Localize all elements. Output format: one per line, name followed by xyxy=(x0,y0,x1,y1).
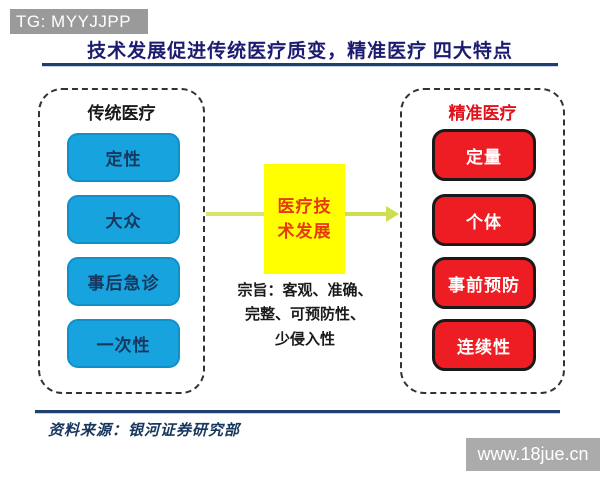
traditional-item-qualitative: 定性 xyxy=(67,133,180,182)
source-note: 资料来源：银河证券研究部 xyxy=(48,423,241,439)
precision-medicine-group: 精准医疗 定量 个体 事前预防 连续性 xyxy=(400,88,565,394)
left-connector-line xyxy=(206,212,264,216)
right-arrow-head-icon xyxy=(386,206,399,222)
traditional-item-after-emergency: 事后急诊 xyxy=(67,257,180,306)
precision-item-continuous: 连续性 xyxy=(432,319,536,371)
page-title: 技术发展促进传统医疗质变，精准医疗 四大特点 xyxy=(87,41,513,62)
principle-line3: 少侵入性 xyxy=(274,331,335,348)
medical-technology-line1: 医疗技 xyxy=(277,196,332,216)
principle-line1: 宗旨：客观、准确、 xyxy=(237,283,373,299)
traditional-medicine-label: 传统医疗 xyxy=(87,104,156,123)
precision-item-pre-prevention: 事前预防 xyxy=(432,257,536,309)
precision-item-individual: 个体 xyxy=(432,194,536,246)
bottom-watermark-badge: www.18jue.cn xyxy=(466,438,600,471)
footer-divider xyxy=(35,410,560,414)
title-divider xyxy=(42,63,558,67)
precision-medicine-label: 精准医疗 xyxy=(448,104,517,123)
principle-line2: 完整、可预防性、 xyxy=(244,307,365,324)
precision-item-quantitative: 定量 xyxy=(432,129,536,181)
medical-technology-line2: 术发展 xyxy=(277,222,332,241)
top-watermark-badge: TG: MYYJJPP xyxy=(10,9,148,34)
right-connector-line xyxy=(345,212,387,216)
medical-technology-box: 医疗技 术发展 xyxy=(264,164,345,274)
traditional-item-mass: 大众 xyxy=(67,195,180,244)
traditional-item-one-time: 一次性 xyxy=(67,319,180,368)
principle-text: 宗旨：客观、准确、 完整、可预防性、 少侵入性 xyxy=(210,279,400,352)
traditional-medicine-group: 传统医疗 定性 大众 事后急诊 一次性 xyxy=(38,88,205,394)
